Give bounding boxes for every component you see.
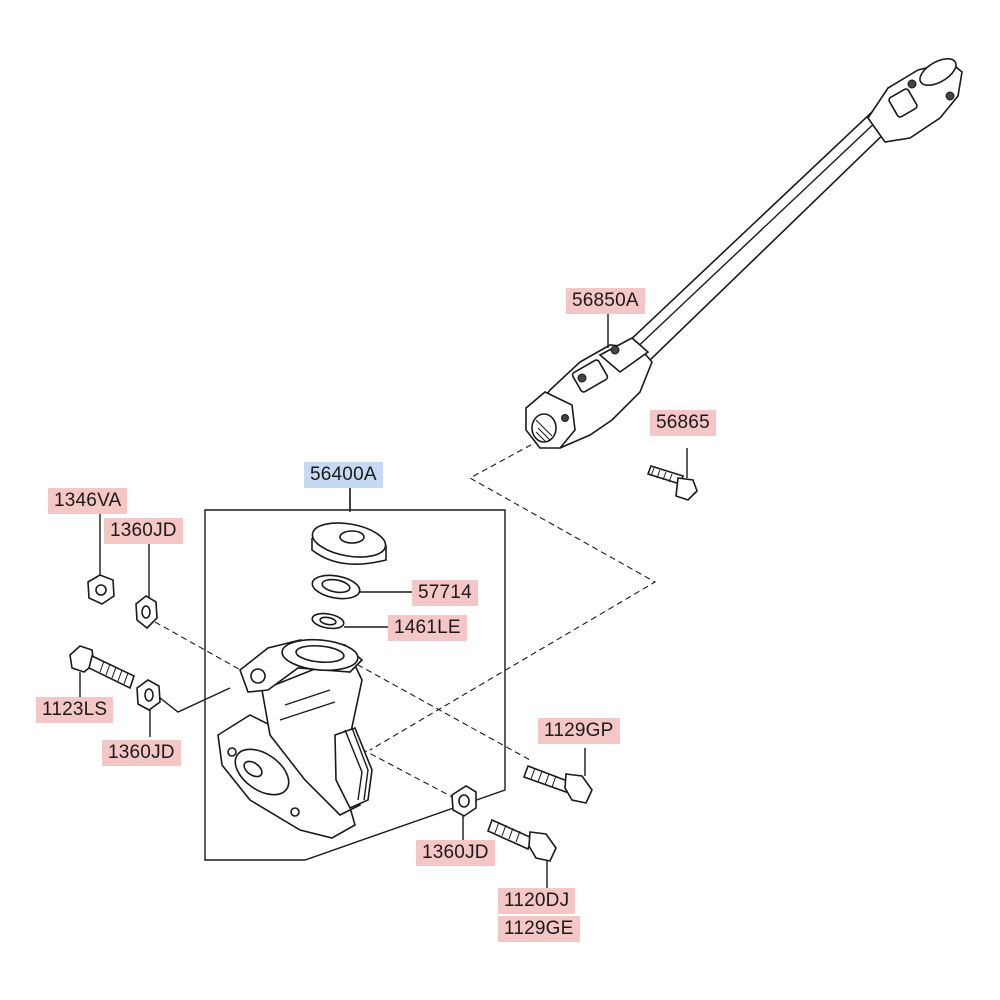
bolt-right-upper xyxy=(522,748,593,804)
label-1129GE[interactable]: 1129GE xyxy=(498,916,580,942)
shaft-pinch-bolt xyxy=(646,448,698,501)
gear-housing xyxy=(217,638,373,839)
leader-lines xyxy=(349,314,609,512)
nut-top xyxy=(87,512,115,605)
label-1123LS[interactable]: 1123LS xyxy=(36,697,114,723)
washer-left xyxy=(136,679,161,737)
intermediate-shaft xyxy=(525,57,963,449)
washer-top xyxy=(135,542,158,630)
label-1360JD-left[interactable]: 1360JD xyxy=(102,740,181,766)
bolt-left xyxy=(69,645,135,697)
label-1461LE[interactable]: 1461LE xyxy=(388,615,467,641)
label-1120DJ[interactable]: 1120DJ xyxy=(498,888,576,914)
label-56400A[interactable]: 56400A xyxy=(304,462,383,488)
label-57714[interactable]: 57714 xyxy=(412,580,478,606)
bolt-bottom xyxy=(486,818,557,888)
label-1346VA[interactable]: 1346VA xyxy=(48,488,128,514)
washer-bottom xyxy=(451,785,477,840)
label-1360JD-bottom[interactable]: 1360JD xyxy=(416,840,495,866)
bearing xyxy=(311,574,412,600)
label-1129GP[interactable]: 1129GP xyxy=(538,718,620,744)
bearing-cap xyxy=(311,522,387,566)
label-56850A[interactable]: 56850A xyxy=(566,288,645,314)
label-56865[interactable]: 56865 xyxy=(650,410,716,436)
assembly-frame xyxy=(204,488,506,861)
label-1360JD-top[interactable]: 1360JD xyxy=(104,518,183,544)
snap-ring xyxy=(311,612,390,630)
